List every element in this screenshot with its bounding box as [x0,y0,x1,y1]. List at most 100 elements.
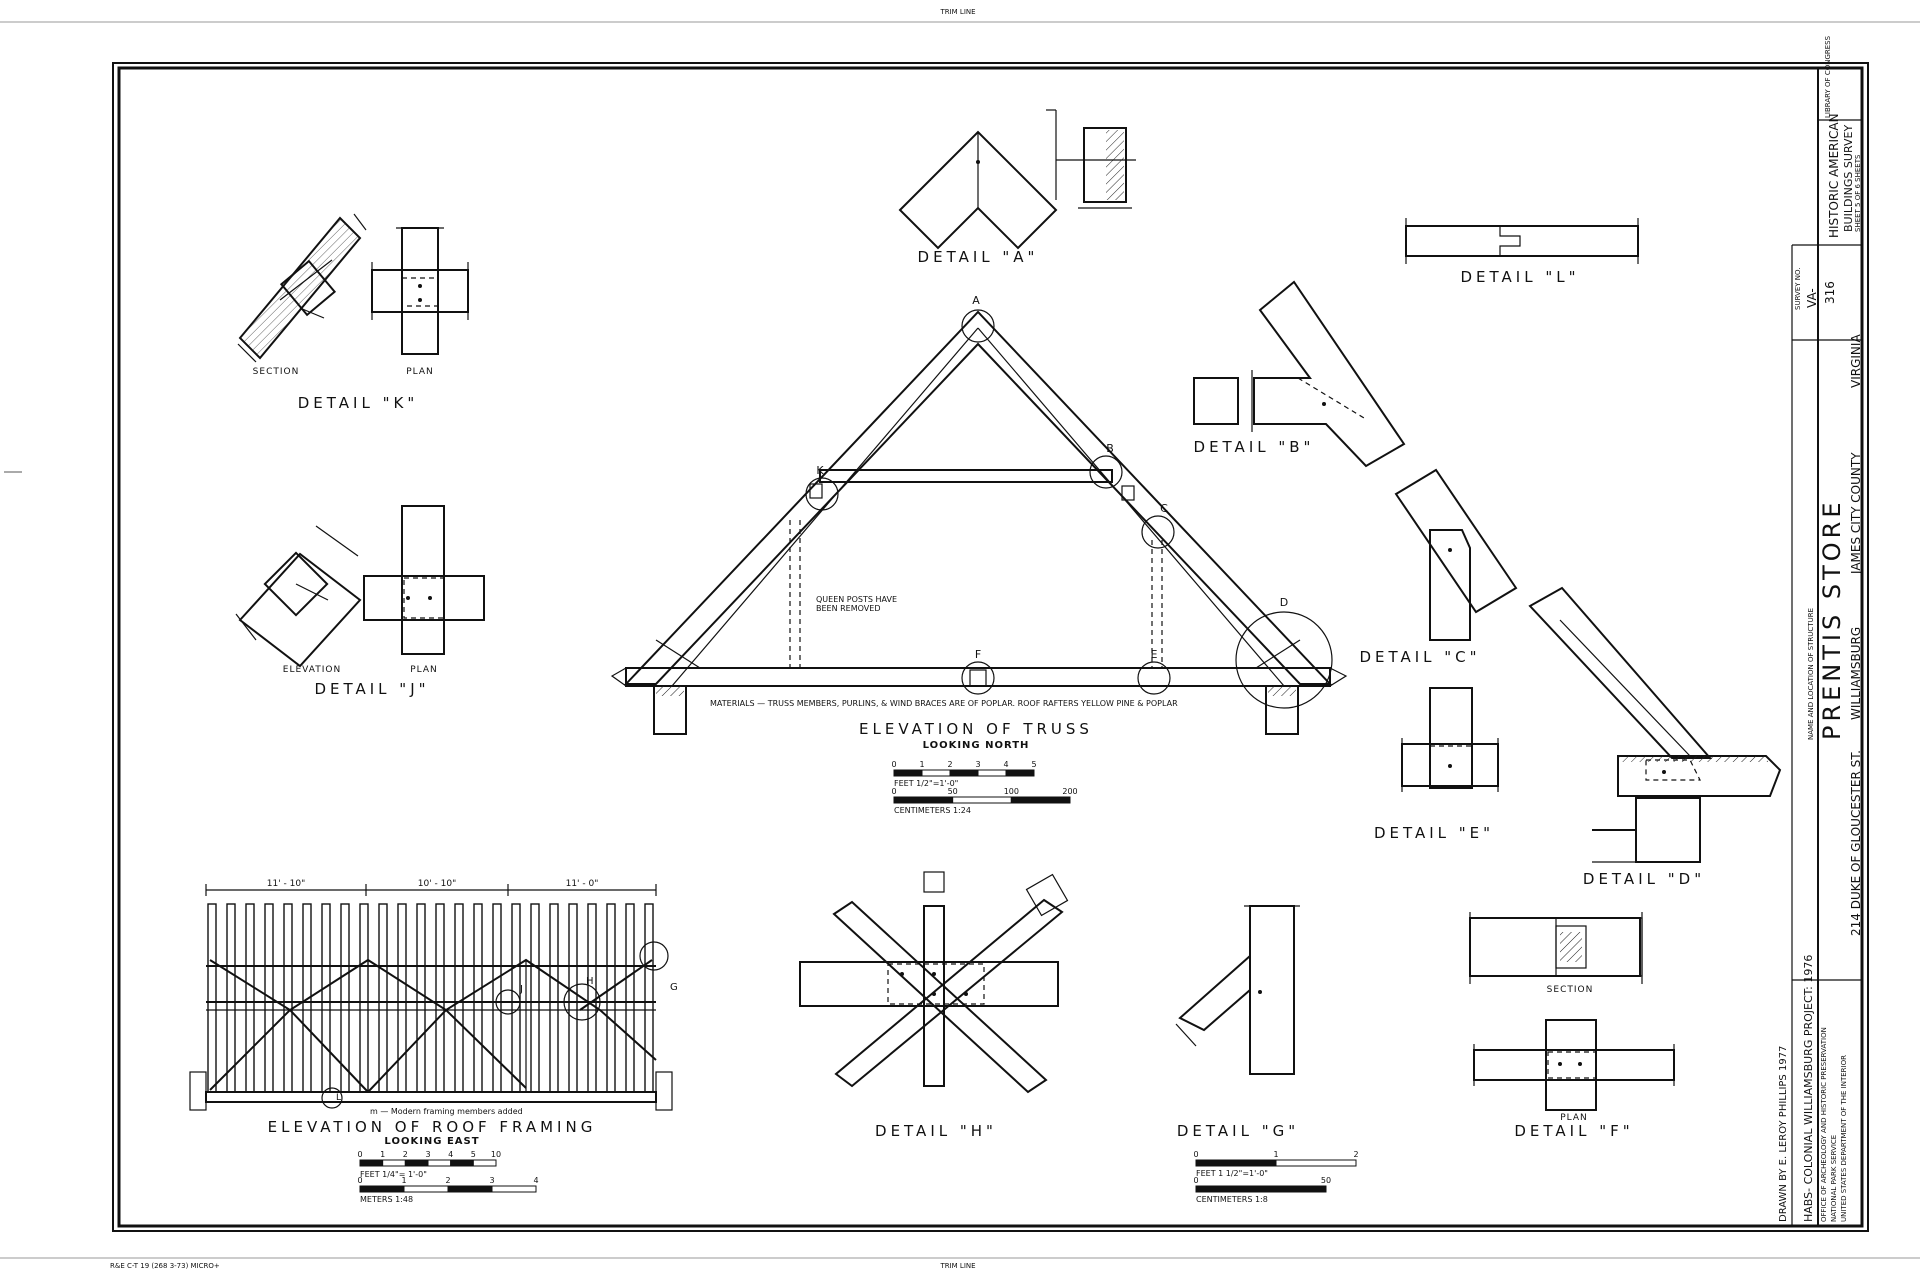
rafter [245,903,255,1093]
g-cm-scale-tick-label: 0 [1193,1176,1198,1185]
detail-f-plan-label: PLAN [1560,1113,1588,1123]
roof-feet-scale-tick-label: 3 [425,1150,430,1159]
truss-scale-cm-label: CENTIMETERS 1:24 [894,806,971,815]
truss-marker-b: B [1106,442,1114,455]
detail-f-title: DETAIL "F" [1514,1122,1633,1140]
office-line-1: OFFICE OF ARCHEOLOGY AND HISTORIC PRESER… [1820,1027,1828,1222]
roof-marker-h: H [586,976,594,987]
detail-d-title: DETAIL "D" [1583,870,1705,888]
roof-scale-feet-label: FEET 1/4"= 1'-0" [360,1170,427,1179]
roof-m-scale-tick-label: 1 [401,1176,406,1185]
roof-title: ELEVATION OF ROOF FRAMING [268,1118,597,1136]
trim-line-bottom: TRIM LINE [939,1262,975,1270]
rafter [378,903,388,1093]
detail-j-plan-label: PLAN [410,665,438,675]
roof-m-scale-tick-label: 4 [533,1176,538,1185]
roof-feet-scale-tick-label: 4 [448,1150,453,1159]
detail-j-title: DETAIL "J" [314,680,429,698]
survey-number: VA- [1805,288,1819,308]
truss-cm-scale-tick-label: 100 [1004,787,1019,796]
truss-feet-scale-tick-label: 5 [1031,760,1036,769]
detail-f-section-label: SECTION [1547,985,1594,995]
roof-m-scale-cell [491,1185,537,1193]
roof-dim-2: 10' - 10" [418,879,457,889]
roof-feet-scale-tick-label: 5 [471,1150,476,1159]
roof-feet-scale-cell [427,1159,452,1167]
roof-marker-g: G [670,982,678,993]
truss-feet-scale-tick-label: 2 [947,760,952,769]
detail-k: SECTION PLAN DETAIL "K" [237,213,469,412]
roof-feet-scale-cell [450,1159,474,1167]
truss-feet-scale-cell [977,769,1007,777]
truss-cm-scale-tick-label: 50 [948,787,958,796]
truss-feet-scale-tick-label: 0 [891,760,896,769]
roof-subtitle: LOOKING EAST [384,1136,479,1147]
detail-f: SECTION PLAN DETAIL "F" [1469,912,1675,1140]
truss-cm-scale-tick-label: 200 [1062,787,1077,796]
truss-title: ELEVATION OF TRUSS [859,720,1093,738]
roof-m-scale-cell [447,1185,493,1193]
rafter [359,903,369,1093]
truss-materials-note: MATERIALS — TRUSS MEMBERS, PURLINS, & WI… [710,699,1178,708]
sheet-number: SHEET 5 OF 6 SHEETS [1854,154,1862,232]
g-feet-scale-tick-label: 2 [1353,1150,1358,1159]
rafter [568,903,578,1093]
rafter [416,903,426,1093]
roof-dim-3: 11' - 0" [566,879,599,889]
g-scale-cm-label: CENTIMETERS 1:8 [1196,1195,1268,1204]
address: 214 DUKE OF GLOUCESTER ST. [1849,750,1863,936]
rafter [473,903,483,1093]
g-feet-scale-cell [1275,1159,1357,1167]
truss-marker-d: D [1280,596,1288,609]
detail-g: DETAIL "G" [1175,905,1300,1140]
roof-scale-m-label: METERS 1:48 [360,1195,413,1204]
detail-j-elevation-label: ELEVATION [283,665,341,675]
detail-b: DETAIL "B" [1193,280,1406,468]
agency-name: HISTORIC AMERICAN [1827,113,1841,238]
roof-framing-elevation: 11' - 10" 10' - 10" 11' - 0" G H J L m —… [189,879,678,1147]
detail-c-title: DETAIL "C" [1359,648,1480,666]
sheet-border-inner [117,66,1864,1228]
office-line-3: UNITED STATES DEPARTMENT OF THE INTERIOR [1840,1055,1848,1222]
rafter [549,903,559,1093]
roof-m-scale-tick-label: 2 [445,1176,450,1185]
sheet-border-outer [112,62,1869,1232]
rafter [207,903,217,1093]
rafter [397,903,407,1093]
queen-post-note-1: QUEEN POSTS HAVE [816,595,897,604]
truss-marker-a: A [972,294,980,307]
detail-l: DETAIL "L" [1405,218,1639,286]
detail-a: DETAIL "A" [898,109,1136,266]
truss-feet-scale-tick-label: 3 [975,760,980,769]
office-line-2: NATIONAL PARK SERVICE [1830,1135,1838,1222]
library-stamp: LIBRARY OF CONGRESS [1824,35,1832,118]
g-feet-scale-tick-label: 1 [1273,1150,1278,1159]
detail-e-title: DETAIL "E" [1374,824,1494,842]
rafter [454,903,464,1093]
detail-j: ELEVATION PLAN DETAIL "J" [235,505,485,698]
roof-feet-scale-tick-label: 2 [403,1150,408,1159]
state: VIRGINIA [1849,334,1863,388]
truss-feet-scale-tick-label: 4 [1003,760,1008,769]
detail-b-title: DETAIL "B" [1194,438,1315,456]
truss-cm-scale-cell [893,796,954,804]
roof-m-scale-cell [359,1185,405,1193]
g-scale-feet-label: FEET 1 1/2"=1'-0" [1196,1169,1268,1178]
rafter [644,903,654,1093]
trim-line-top: TRIM LINE [939,8,975,16]
truss-marker-k: K [816,464,824,477]
detail-c: DETAIL "C" [1359,468,1518,666]
roof-feet-scale-cell [359,1159,384,1167]
rafter [625,903,635,1093]
rafter [283,903,293,1093]
g-cm-scale-cell [1195,1185,1327,1193]
title-block: LIBRARY OF CONGRESS HISTORIC AMERICAN BU… [1778,35,1863,1226]
roof-m-scale-tick-label: 3 [489,1176,494,1185]
truss-subtitle: LOOKING NORTH [923,740,1030,751]
roof-feet-scale-cell [404,1159,429,1167]
queen-post-note-2: BEEN REMOVED [816,604,880,613]
roof-marker-l: L [336,1093,341,1103]
